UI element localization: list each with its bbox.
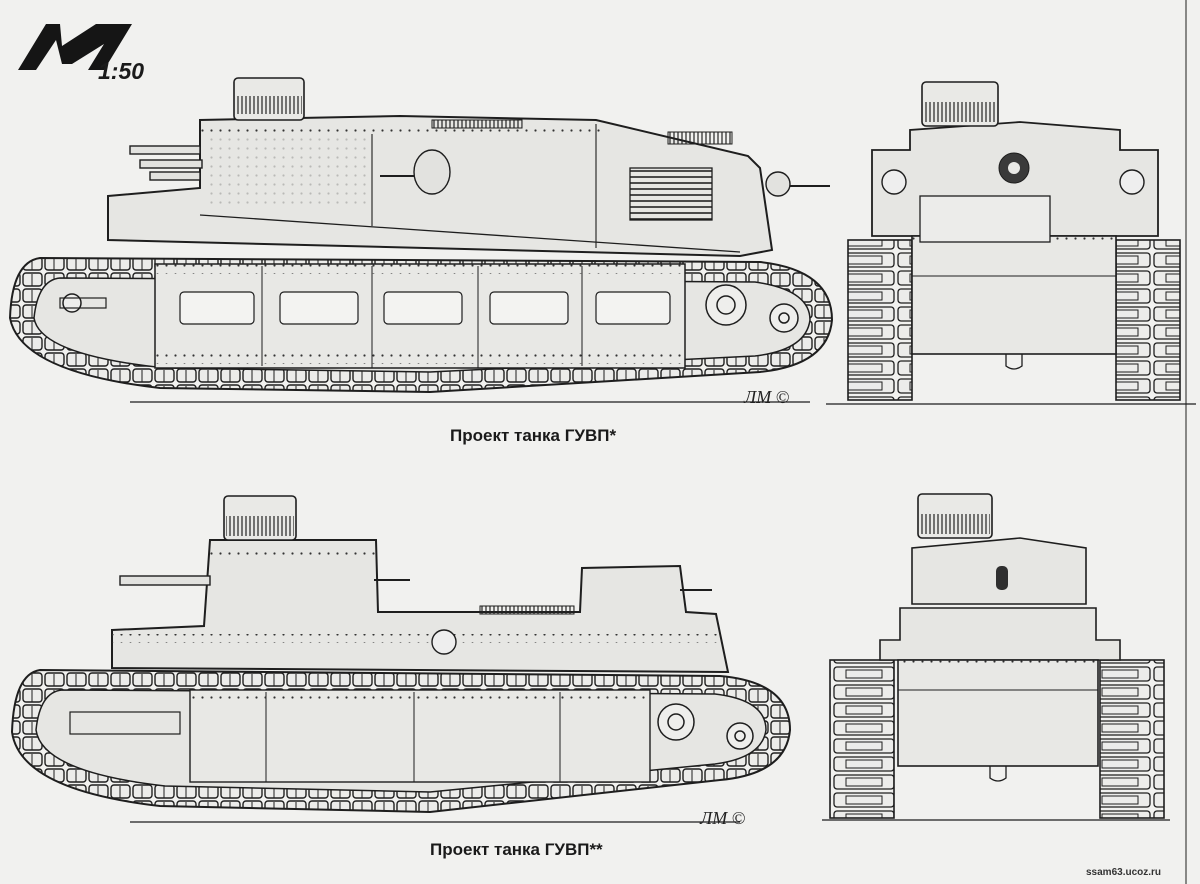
caption-bottom: Проект танка ГУВП** [430, 840, 603, 859]
tank-2-side-view [10, 495, 792, 823]
signature-top: ЛМ © [744, 387, 790, 407]
hull [111, 539, 730, 674]
left-track [847, 239, 913, 401]
tank-2-front-view [822, 493, 1170, 821]
signature-bottom: ЛМ © [700, 808, 746, 828]
tank-1-side-view [8, 77, 834, 403]
right-track [1115, 239, 1181, 401]
caption-top: Проект танка ГУВП* [450, 426, 617, 445]
tank-1-front-view [826, 81, 1196, 405]
scale-label: 1:50 [98, 58, 145, 84]
publisher-logo-icon [18, 24, 132, 70]
watermark: ssam63.ucoz.ru [1086, 867, 1162, 878]
